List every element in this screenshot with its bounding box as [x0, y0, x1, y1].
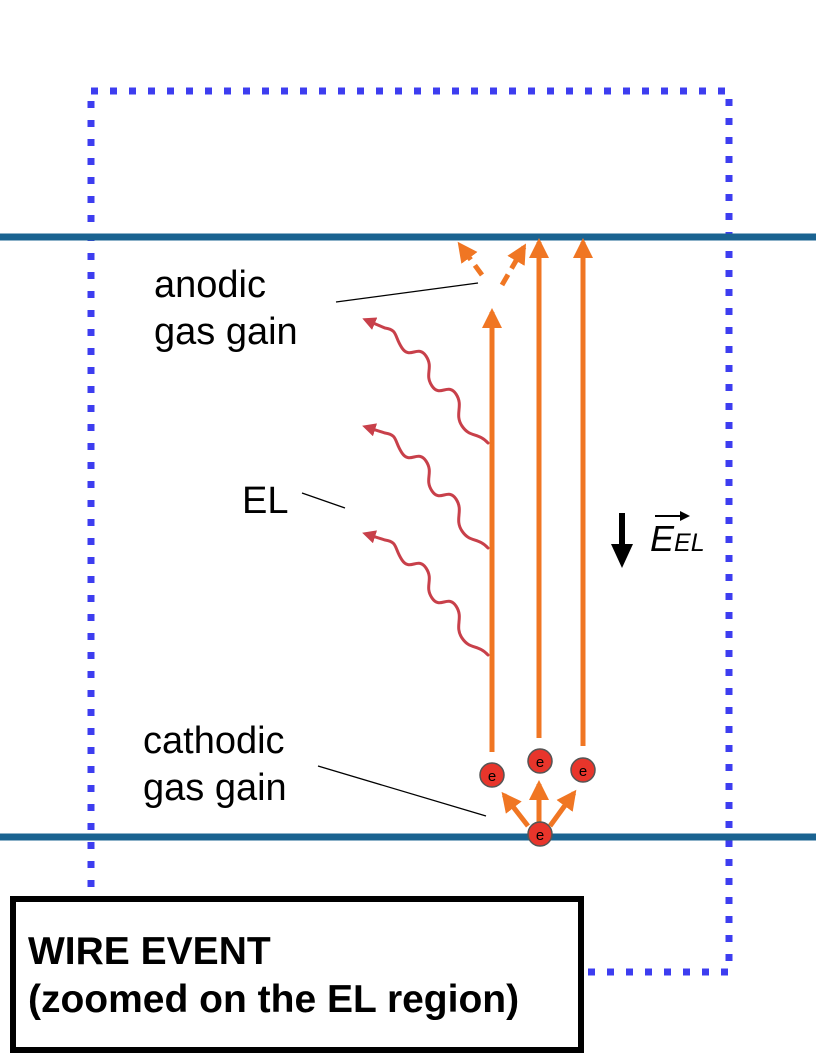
electron: e: [527, 748, 553, 774]
electron-label: e: [536, 827, 544, 844]
cathodic-leader-line: [317, 765, 487, 817]
title-box: [10, 896, 584, 1053]
el-leader-line: [301, 492, 346, 509]
cathodic-branch-arrow: [501, 791, 530, 828]
field-direction-arrow: [611, 513, 633, 568]
field-vector-arrow: [655, 511, 690, 521]
field-symbol: E: [650, 518, 675, 559]
cathodic-label-line1: cathodic: [143, 720, 285, 762]
electron: e: [570, 757, 596, 783]
anodic-label-line2: gas gain: [154, 311, 298, 353]
electron-label: e: [579, 763, 587, 780]
title-line1: WIRE EVENT: [28, 930, 271, 973]
electron: e: [479, 762, 505, 788]
electron-label: e: [488, 768, 496, 785]
title-line2: (zoomed on the EL region): [28, 978, 519, 1021]
cathodic-label-line2: gas gain: [143, 767, 287, 809]
el-label: EL: [242, 480, 288, 522]
field-label: EEL: [650, 518, 705, 559]
anodic-label-line1: anodic: [154, 264, 266, 306]
anodic-leader-line: [335, 282, 479, 303]
electron: e: [527, 821, 553, 847]
field-subscript: EL: [674, 529, 705, 557]
anodic-branch-arrow: [499, 243, 527, 287]
photon-arrow: [362, 317, 490, 445]
photon-arrow: [362, 423, 490, 550]
photon-arrow: [362, 530, 490, 657]
anodic-branch-arrow: [457, 241, 485, 277]
cathodic-branch-arrow: [547, 789, 577, 828]
electron-label: e: [536, 754, 544, 771]
